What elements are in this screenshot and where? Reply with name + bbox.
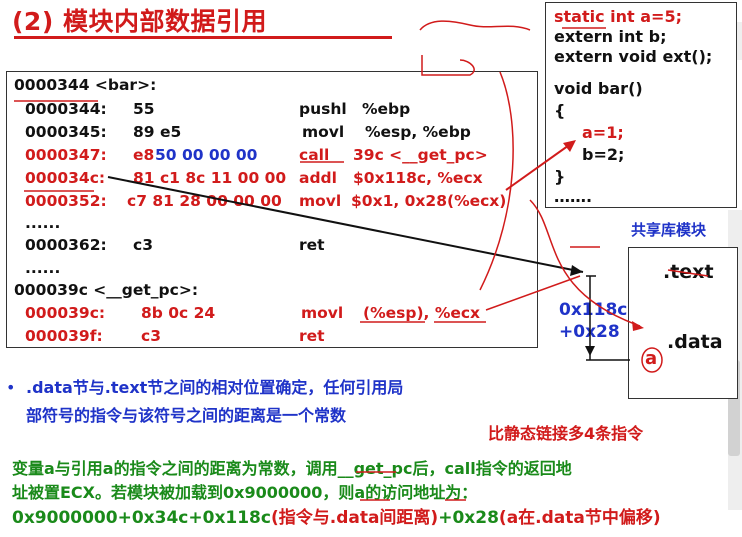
asm-operands: %ebp [362, 100, 411, 118]
asm-hex: e8 [133, 146, 155, 164]
data-section-label: .data [667, 331, 723, 353]
handwriting-scribble [419, 20, 531, 31]
explanation-line-2: 址被置ECX。若模块被加载到0x9000000，则a的访问地址为： [12, 483, 478, 502]
offset-curve [529, 199, 641, 327]
asm-addr: 0000352: [25, 192, 107, 210]
offset-note: (a在.data节中偏移) [498, 508, 661, 528]
asm-mnemonic: pushl [299, 100, 347, 118]
text-section: .text [628, 247, 738, 328]
asm-ellipsis: ...... [25, 259, 61, 277]
c-line-extern-ext: extern void ext(); [554, 47, 713, 66]
asm-hex: 89 e5 [133, 123, 182, 141]
asm-mnemonic: movl [302, 123, 345, 141]
c-static-decl: static int a=5; [554, 7, 682, 26]
offset-curve-head [632, 321, 644, 331]
asm-operands: %esp, %ebp [365, 123, 471, 141]
asm-operands: $0x118c, %ecx [353, 169, 483, 187]
asm-hex: 55 [133, 100, 155, 118]
pc-arrow-head [570, 265, 583, 276]
asm-mnemonic: addl [299, 169, 337, 187]
offset-term: +0x28 [438, 508, 499, 528]
c-line-static: static int a=5; [554, 7, 682, 26]
a-ref-arrow-head [563, 140, 576, 152]
text-section-label: .text [663, 261, 714, 283]
c-source-box: static int a=5; extern int b; extern voi… [545, 2, 737, 208]
c-line-assign-b: b=2; [582, 145, 625, 164]
address-formula: 0x9000000+0x34c+0x118c [12, 508, 271, 528]
pc-arrow [107, 176, 584, 273]
asm-mnemonic: ret [299, 236, 325, 254]
asm-hex: c7 81 28 00 00 00 [127, 192, 282, 210]
explanation-line-3: 0x9000000+0x34c+0x118c(指令与.data间距离)+0x28… [12, 503, 661, 528]
offset-118c: 0x118c [559, 300, 628, 320]
c-line-close-brace: } [554, 167, 566, 186]
bullet-icon: • [6, 378, 16, 397]
asm-addr: 0000344: [25, 100, 107, 118]
extra-instructions-note: 比静态链接多4条指令 [488, 424, 644, 443]
c-line-assign-a: a=1; [582, 123, 624, 142]
asm-addr: 0000362: [25, 236, 107, 254]
asm-addr: 000039f: [25, 327, 103, 345]
bracket-arrow-head [585, 346, 595, 356]
asm-hex: c3 [133, 236, 153, 254]
asm-operands: $0x1, 0x28(%ecx) [351, 192, 507, 210]
page-title: (2) 模块内部数据引用 [12, 7, 267, 36]
asm-addr: 0000347: [25, 146, 107, 164]
c-line-func: void bar() [554, 79, 643, 98]
asm-hex: 8b 0c 24 [141, 304, 216, 322]
call-return-curve [479, 71, 514, 291]
a-circle [641, 347, 663, 373]
asm-addr: 000039c: [25, 304, 106, 322]
asm-label-get-pc: 000039c <__get_pc>: [14, 281, 199, 299]
bullet-line-2: 部符号的指令与该符号之间的距离是一个常数 [26, 406, 347, 425]
asm-hex-offset: 50 00 00 00 [155, 146, 258, 164]
getpc-arrow [485, 275, 581, 311]
asm-addr: 0000345: [25, 123, 107, 141]
c-line-extern-b: extern int b; [554, 27, 667, 46]
data-section: .data [628, 326, 738, 399]
handwriting-jmp [421, 55, 475, 76]
asm-operands: (%esp), %ecx [363, 304, 481, 322]
distance-note: (指令与.data间距离) [270, 508, 439, 528]
a-ref-arrow [505, 142, 573, 191]
asm-mnemonic: movl [301, 304, 344, 322]
asm-addr: 000034c: [25, 169, 106, 187]
explanation-line-1: 变量a与引用a的指令之间的距离为常数，调用__get_pc后，call指令的返回… [12, 459, 572, 478]
asm-ellipsis: ...... [25, 214, 61, 232]
asm-mnemonic: movl [299, 192, 342, 210]
bullet-line-1: .data节与.text节之间的相对位置确定，任何引用局 [26, 378, 404, 397]
asm-hex: c3 [141, 327, 161, 345]
variable-a-label: a [645, 348, 658, 369]
title-underline [14, 36, 392, 39]
asm-operands: 39c <__get_pc> [353, 146, 488, 164]
asm-mnemonic: call [299, 146, 330, 164]
shared-library-label: 共享库模块 [631, 221, 707, 239]
c-line-open-brace: { [554, 101, 566, 120]
asm-mnemonic: ret [299, 327, 325, 345]
c-line-ellipsis: ……. [554, 187, 593, 206]
asm-hex: 81 c1 8c 11 00 00 [133, 169, 287, 187]
asm-label-bar: 0000344 <bar>: [14, 76, 157, 94]
underline-text [667, 269, 709, 277]
